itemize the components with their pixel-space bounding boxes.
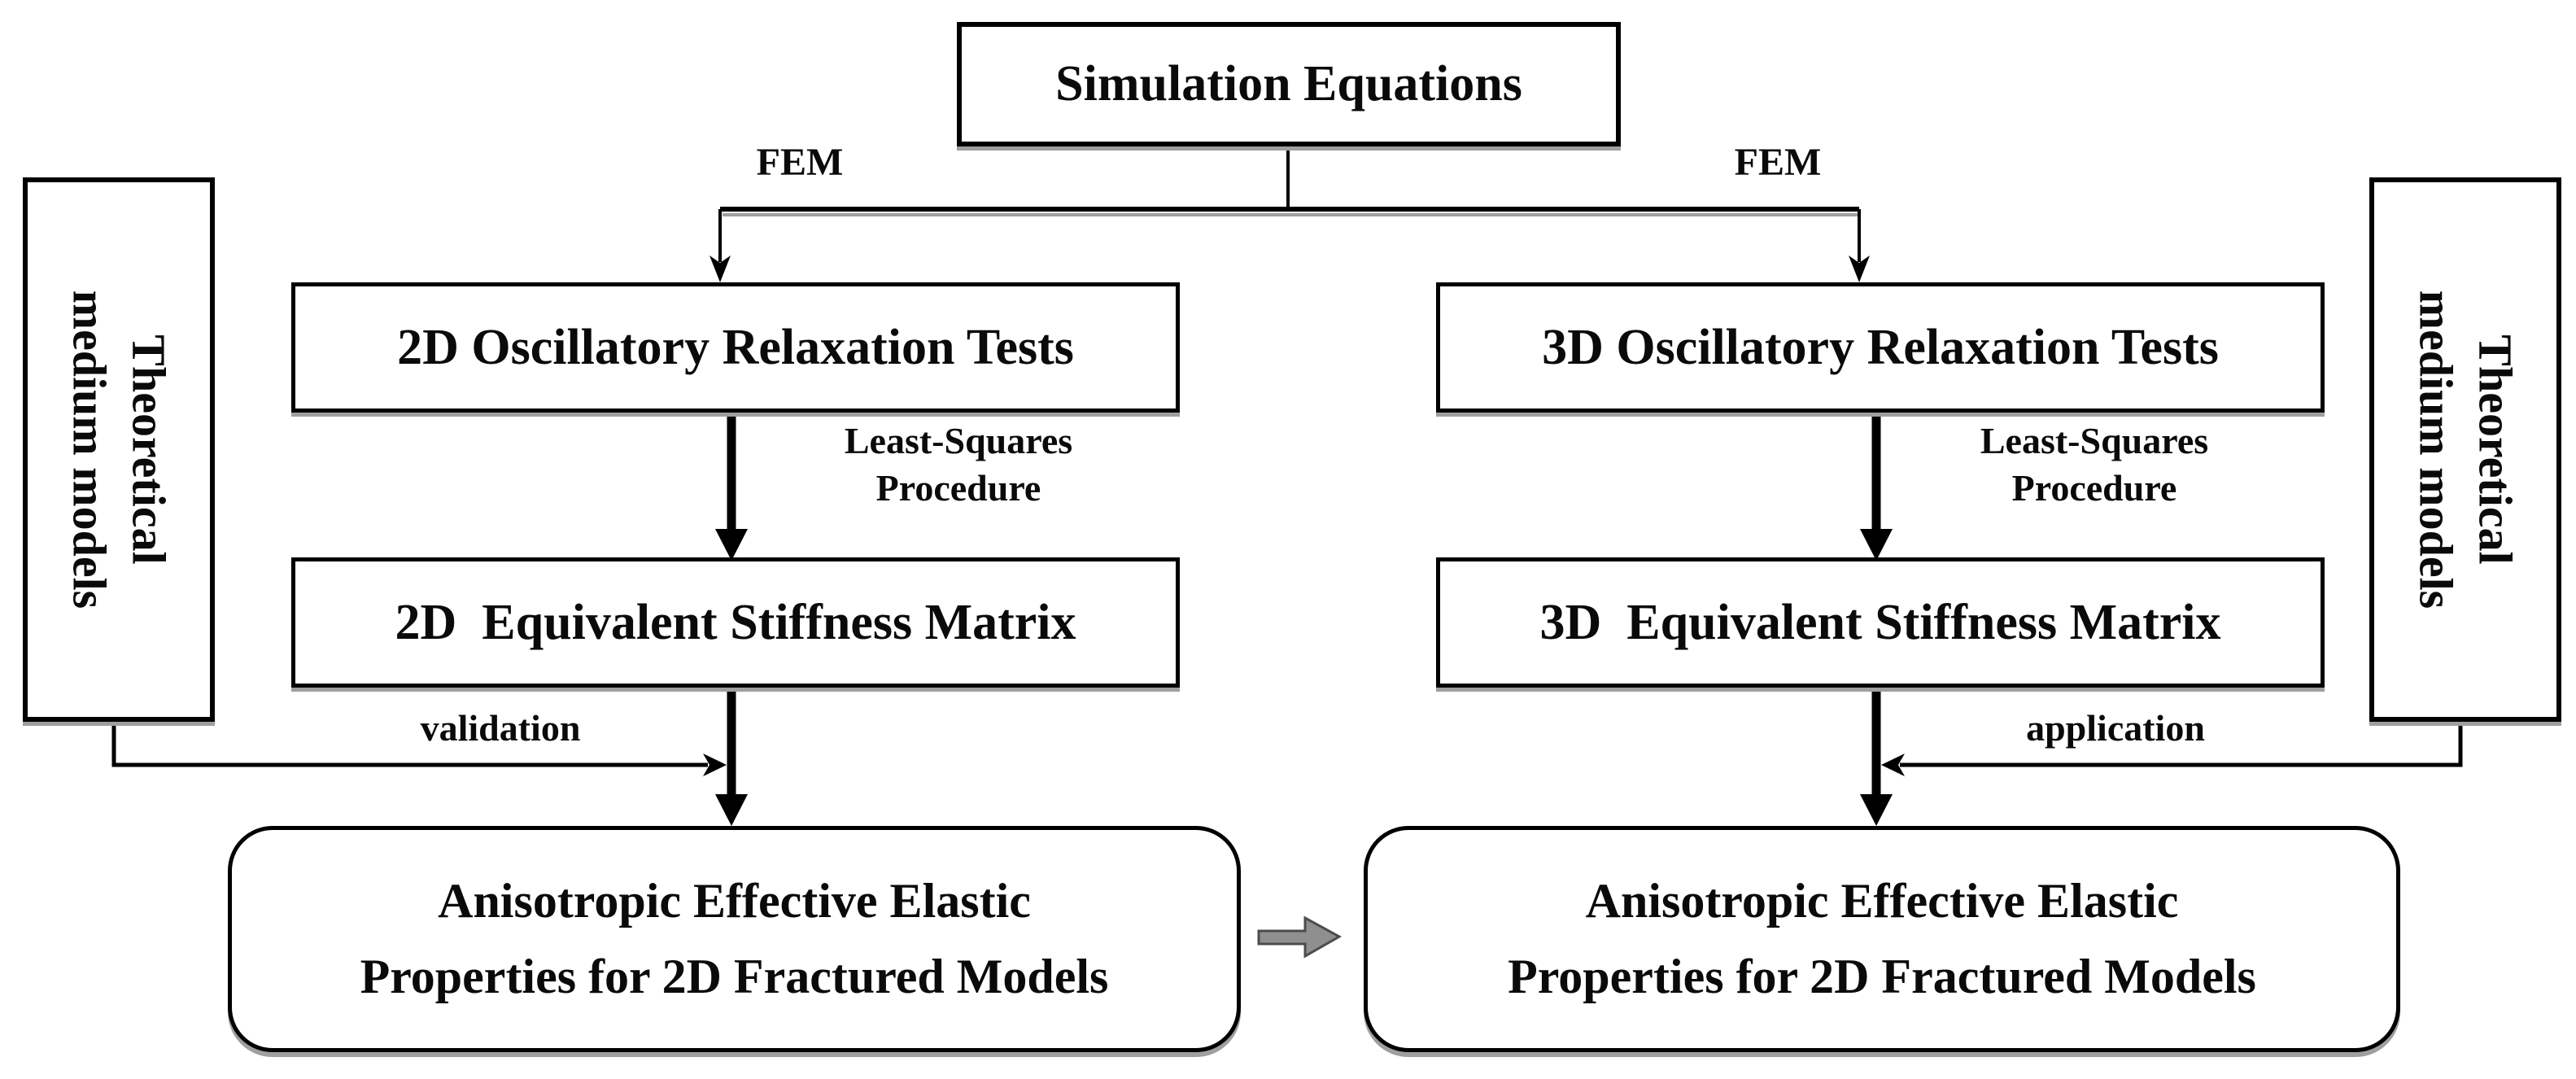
fem-left-arrowhead-icon [709,256,731,282]
result-left-line1: Anisotropic Effective Elastic [438,874,1031,928]
fem-label-left: FEM [756,141,844,184]
result-transfer-arrow-icon [1257,915,1343,959]
stiffness-left-arrowhead-icon [715,794,748,826]
theoretical-left-line1: Theoretical [122,334,176,565]
least-squares-right-arrowhead-icon [1860,529,1893,561]
node-3d-equivalent-stiffness-matrix: 3D Equivalent Stiffness Matrix [1436,557,2325,688]
theoretical-left-line2: medium models [63,290,116,609]
oscillatory-3d-label: 3D Oscillatory Relaxation Tests [1542,319,2219,375]
validation-arrowhead-icon [703,754,727,776]
least-squares-left-arrowhead-icon [715,529,748,561]
validation-label: validation [420,707,581,749]
result-left-text: Anisotropic Effective Elastic Properties… [360,863,1109,1015]
node-theoretical-medium-models-right: Theoretical medium models [2369,177,2561,722]
node-theoretical-medium-models-left: Theoretical medium models [23,177,215,722]
least-squares-left-line2: Procedure [875,466,1041,509]
least-squares-right-line2: Procedure [2011,466,2177,509]
validation-connector-line [111,712,708,767]
node-2d-oscillatory-relaxation-tests: 2D Oscillatory Relaxation Tests [291,282,1180,413]
node-2d-equivalent-stiffness-matrix: 2D Equivalent Stiffness Matrix [291,557,1180,688]
result-left-line2: Properties for 2D Fractured Models [360,950,1109,1003]
application-connector-line [1900,712,2463,767]
result-right-text: Anisotropic Effective Elastic Properties… [1508,863,2256,1015]
node-3d-oscillatory-relaxation-tests: 3D Oscillatory Relaxation Tests [1436,282,2325,413]
fem-label-right: FEM [1734,141,1822,184]
theoretical-left-text: Theoretical medium models [60,290,178,609]
node-result-2d-fractured-models-right: Anisotropic Effective Elastic Properties… [1364,826,2400,1052]
simulation-equations-label: Simulation Equations [1055,56,1522,111]
result-right-line2: Properties for 2D Fractured Models [1508,950,2256,1003]
node-simulation-equations: Simulation Equations [957,22,1621,146]
fem-right-arrowhead-icon [1849,256,1870,282]
oscillatory-2d-label: 2D Oscillatory Relaxation Tests [397,319,1074,375]
result-right-line1: Anisotropic Effective Elastic [1585,874,2179,928]
stiffness-right-arrowhead-icon [1860,794,1893,826]
theoretical-right-line1: Theoretical [2469,334,2522,565]
theoretical-right-text: Theoretical medium models [2407,290,2525,609]
least-squares-label-left: Least-Squares Procedure [845,417,1072,511]
application-arrowhead-icon [1881,754,1905,776]
stiffness-3d-label: 3D Equivalent Stiffness Matrix [1539,594,2221,650]
theoretical-right-line2: medium models [2410,290,2463,609]
least-squares-right-line1: Least-Squares [1980,420,2209,461]
least-squares-label-right: Least-Squares Procedure [1980,417,2208,511]
application-label: application [2026,707,2205,749]
node-result-2d-fractured-models-left: Anisotropic Effective Elastic Properties… [228,826,1241,1052]
stiffness-2d-label: 2D Equivalent Stiffness Matrix [395,594,1076,650]
least-squares-left-line1: Least-Squares [844,420,1073,461]
